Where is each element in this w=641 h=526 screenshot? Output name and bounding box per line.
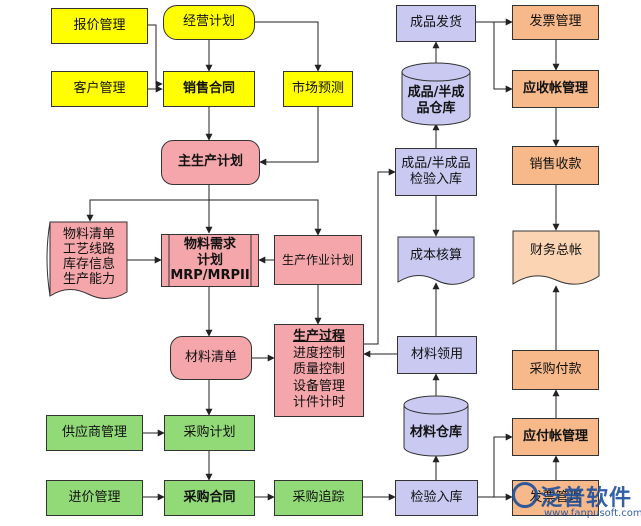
goods-inspect-line-1: 成品/半成品 bbox=[401, 155, 471, 171]
payable-mgmt-node: 应付帐管理 bbox=[512, 418, 599, 456]
prod-process-line-5: 计件计时 bbox=[292, 395, 345, 411]
watermark-sub: www.fanpusoft.com bbox=[544, 508, 641, 519]
prod-process-line-4: 设备管理 bbox=[292, 378, 345, 394]
cost-accounting-node: 成本核算 bbox=[409, 247, 462, 263]
watermark-logo-icon bbox=[512, 482, 538, 508]
sales-contract-node: 销售合同 bbox=[163, 71, 255, 107]
docs-node: 物料清单 工艺线路 库存信息 生产能力 bbox=[54, 224, 124, 292]
watermark-main: 泛普软件 bbox=[540, 486, 633, 511]
edge-inspect-payable bbox=[493, 433, 513, 497]
customer-mgmt-node: 客户管理 bbox=[51, 71, 148, 107]
supplier-mgmt-node: 供应商管理 bbox=[46, 415, 143, 451]
goods-inspect-node: 成品/半成品 检验入库 bbox=[395, 148, 477, 196]
purchase-contract-node: 采购合同 bbox=[164, 480, 255, 516]
master-plan-node: 主生产计划 bbox=[161, 140, 260, 185]
prod-schedule-node: 生产作业计划 bbox=[274, 235, 362, 285]
prod-process-line-3: 质量控制 bbox=[292, 362, 345, 378]
business-plan-node: 经营计划 bbox=[163, 5, 255, 40]
docs-line-3: 库存信息 bbox=[62, 257, 115, 272]
goods-inspect-line-2: 检验入库 bbox=[409, 172, 462, 187]
edge-quote-contract bbox=[148, 24, 163, 88]
goods-delivery-node: 成品发货 bbox=[396, 5, 476, 42]
goods-warehouse-line-2: 品仓库 bbox=[416, 101, 456, 116]
general-ledger-node: 财务总帐 bbox=[529, 242, 582, 258]
edge-delivery-receivable bbox=[493, 22, 513, 93]
purchase-payment-node: 采购付款 bbox=[512, 350, 599, 390]
material-list-node: 材料清单 bbox=[170, 336, 252, 380]
mrp-line-2: 计划 bbox=[196, 252, 223, 268]
prod-process-line-2: 进度控制 bbox=[292, 345, 345, 361]
purchase-plan-node: 采购计划 bbox=[164, 415, 255, 451]
prod-process-title: 生产过程 bbox=[292, 328, 345, 344]
market-forecast-node: 市场预测 bbox=[283, 71, 353, 107]
edge-master-schedule bbox=[209, 199, 322, 236]
goods-warehouse-node: 成品/半成 品仓库 bbox=[400, 82, 472, 120]
receivable-mgmt-node: 应收帐管理 bbox=[512, 70, 599, 108]
prod-process-node: 生产过程 进度控制 质量控制 设备管理 计件计时 bbox=[274, 324, 364, 417]
edge-process-goodsinspect bbox=[364, 168, 396, 345]
edge-master-docs bbox=[86, 199, 209, 222]
watermark: 泛普软件 www.fanpusoft.com bbox=[510, 478, 641, 522]
purchase-track-node: 采购追踪 bbox=[274, 480, 363, 516]
purchase-in-mgmt-node: 进价管理 bbox=[46, 480, 143, 516]
mrp-line-1: 物料需求 bbox=[183, 237, 236, 253]
docs-line-4: 生产能力 bbox=[62, 271, 115, 287]
goods-warehouse-line-1: 成品/半成 bbox=[407, 85, 465, 101]
edge-forecast-master bbox=[259, 107, 319, 166]
quote-mgmt-node: 报价管理 bbox=[51, 8, 148, 44]
sales-receipt-node: 销售收款 bbox=[512, 146, 599, 185]
edge-plan-forecast bbox=[255, 21, 322, 72]
material-warehouse-node: 材料仓库 bbox=[409, 424, 462, 440]
invoice-mgmt-node: 发票管理 bbox=[512, 5, 599, 40]
docs-line-2: 工艺线路 bbox=[62, 242, 115, 258]
mrp-node: 物料需求 计划 MRP/MRPII bbox=[161, 234, 259, 287]
docs-line-1: 物料清单 bbox=[62, 227, 115, 243]
material-pick-node: 材料领用 bbox=[397, 336, 477, 374]
inspection-in-node: 检验入库 bbox=[395, 480, 478, 516]
mrp-line-3: MRP/MRPII bbox=[170, 268, 250, 284]
